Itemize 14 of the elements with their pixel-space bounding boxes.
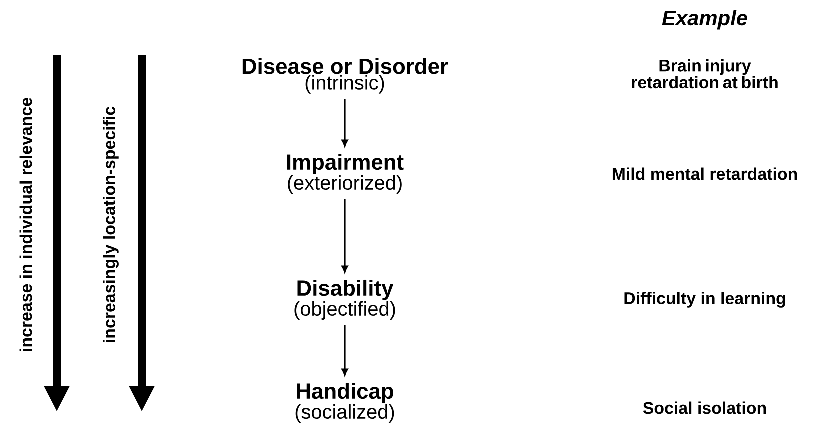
arrow [342, 99, 348, 147]
example-text: Social isolation [643, 402, 766, 414]
example-text: Mild mental retardation [612, 168, 798, 180]
example-text: Difficulty in learning [624, 292, 786, 308]
arrow [342, 325, 348, 376]
column-heading: Example [662, 10, 748, 30]
example-text: Brain injury retardation at birth [632, 59, 778, 89]
side-label: increase in individual relevance [20, 98, 32, 352]
stage-text: Handicap (socialized) [296, 382, 394, 423]
stage-text: Disease or Disorder (intrinsic) [242, 58, 448, 94]
stage-text: Disability (objectified) [294, 280, 396, 320]
stage-text: Impairment (exteriorized) [287, 154, 404, 194]
arrow [342, 199, 348, 273]
side-label: increasingly location-specific [103, 106, 119, 342]
